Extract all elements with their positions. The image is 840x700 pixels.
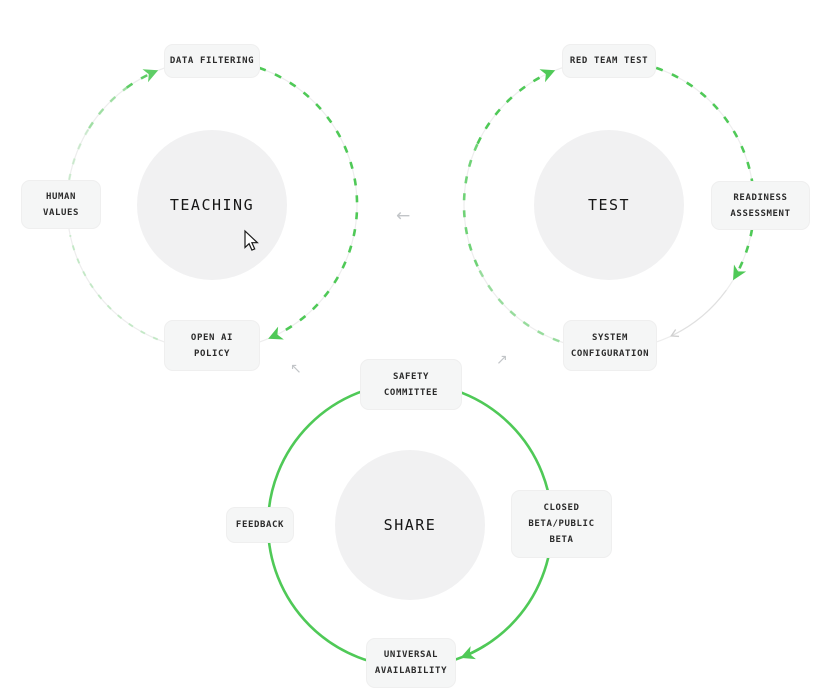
arrow-share-to-test-icon: ↗ [496,352,508,368]
hub-test[interactable]: TEST [534,130,684,280]
teaching-arc-humanvalues-to-datafiltering-head [125,69,159,89]
node-label-line: OPEN AI [190,332,234,343]
hub-share-label: SHARE [383,516,437,534]
node-label-line: BETA [549,535,574,545]
test-arc-systemconfig-to-redteam-tail [476,265,560,343]
hub-teaching[interactable]: TEACHING [137,130,287,280]
mouse-cursor-icon [244,229,259,251]
node-label-line: VALUES [42,207,80,218]
teaching-arc-datafiltering-to-openaipolicy [258,66,359,340]
teaching-arc-humanvalues-to-datafiltering-mid [88,86,128,129]
node-label-line: HUMAN [45,191,77,202]
node-human-values[interactable]: HUMAN VALUES [21,180,101,229]
test-arc-systemconfig-to-redteam-head [476,69,556,145]
node-safety-committee[interactable]: SAFETY COMMITTEE [360,359,462,410]
node-label-line: CONFIGURATION [570,348,650,359]
node-label-line: READINESS [733,192,788,203]
test-arc-systemconfig-to-redteam-mid [462,143,479,267]
node-readiness-assessment[interactable]: READINESS ASSESSMENT [711,181,810,230]
node-red-team-test[interactable]: RED TEAM TEST [562,44,656,78]
node-system-configuration[interactable]: SYSTEM CONFIGURATION [563,320,657,371]
node-label-line: UNIVERSAL [383,650,439,660]
test-arc-readiness-to-systemconfig-gray [670,289,727,338]
node-data-filtering[interactable]: DATA FILTERING [164,44,260,78]
node-label-line: RED TEAM TEST [569,56,649,66]
node-universal-availability[interactable]: UNIVERSAL AVAILABILITY [366,638,456,688]
teaching-arc-humanvalues-to-datafiltering-faint [68,127,91,181]
node-label-line: POLICY [193,348,231,359]
arrow-test-to-teaching-icon: ← [396,206,411,226]
node-closed-beta-public-beta[interactable]: CLOSED BETA/PUBLIC BETA [511,490,612,558]
hub-share[interactable]: SHARE [335,450,485,600]
node-label-line: DATA FILTERING [169,56,255,66]
teaching-arc-openaipolicy-to-humanvalues-faint [69,234,159,341]
node-label-line: SYSTEM [591,332,629,343]
test-arc-redteam-to-readiness [655,66,756,281]
share-arrow-into-universal-availability [460,644,486,660]
node-open-ai-policy[interactable]: OPEN AI POLICY [164,320,260,371]
node-label-line: BETA/PUBLIC [528,519,595,529]
node-label-line: COMMITTEE [383,387,439,398]
node-label-line: ASSESSMENT [730,208,791,219]
node-label-line: CLOSED [543,503,580,513]
node-feedback[interactable]: FEEDBACK [226,507,294,543]
node-label-line: SAFETY [392,371,430,382]
node-label-line: AVAILABILITY [374,666,448,676]
arrow-share-to-teaching-icon: ↖ [290,361,302,377]
hub-teaching-label: TEACHING [169,196,255,214]
node-label-line: FEEDBACK [235,520,285,530]
hub-test-label: TEST [587,196,631,214]
